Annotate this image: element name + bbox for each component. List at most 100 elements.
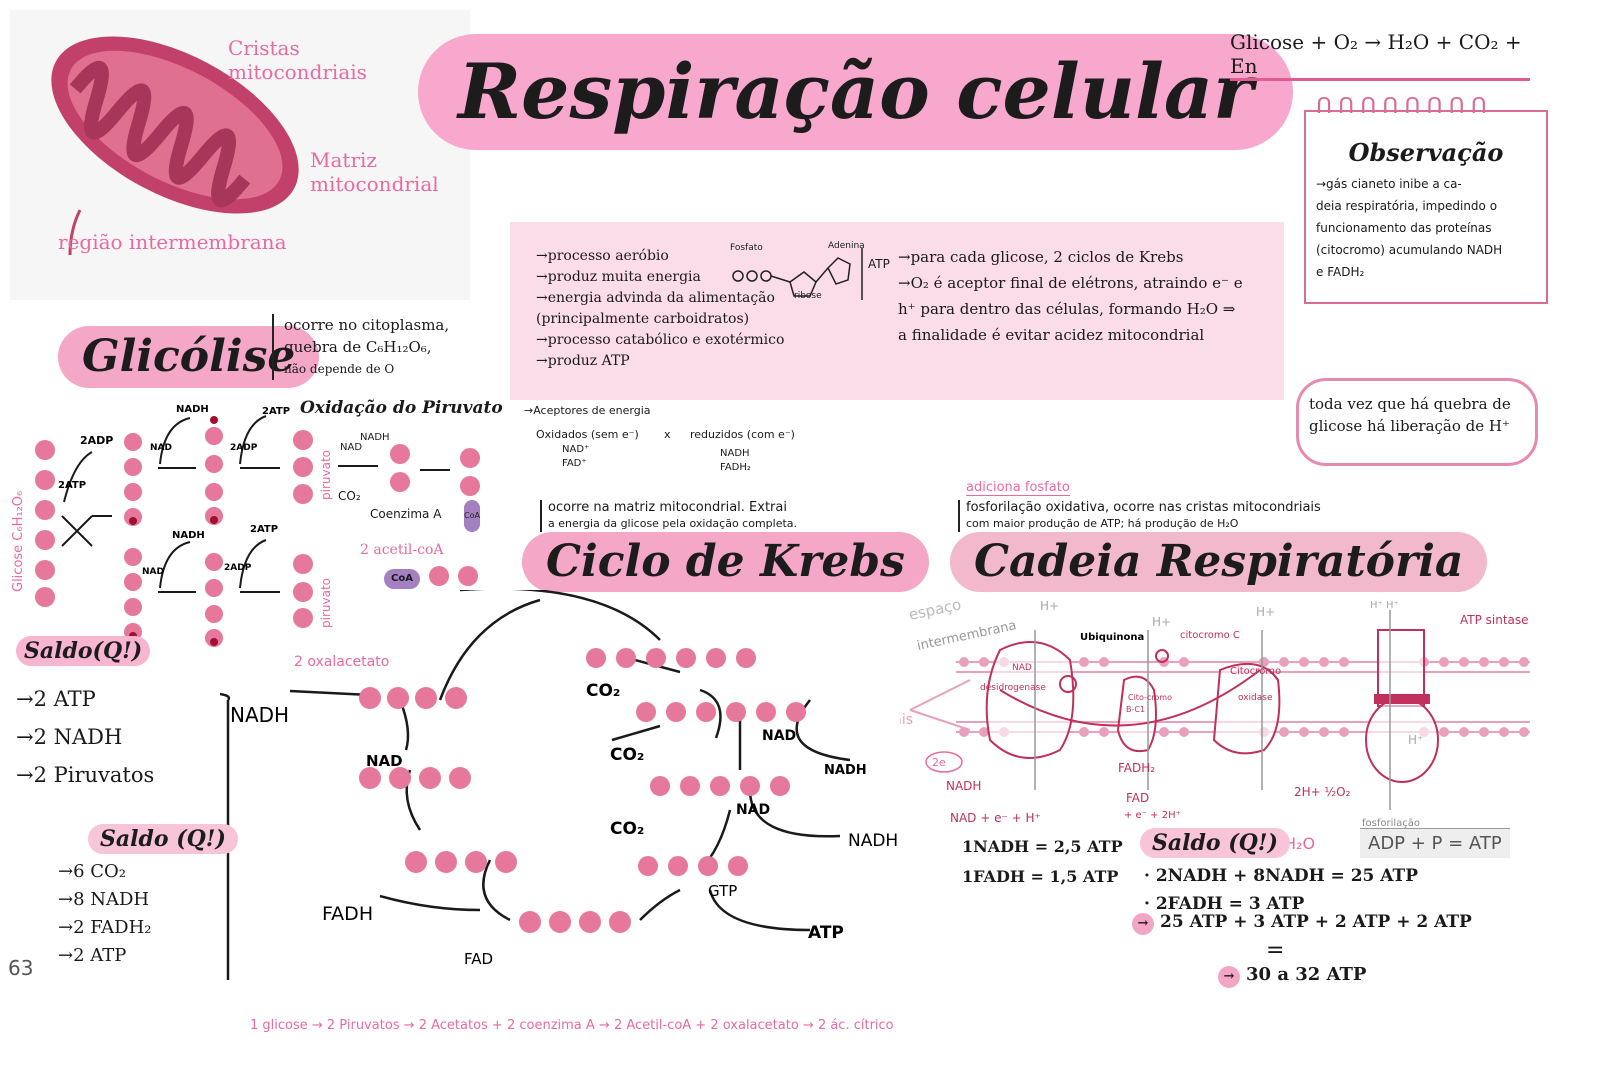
cadeia-saldo-total: 30 a 32 ATP	[1246, 964, 1367, 985]
cadeia-label: Citocromo	[1230, 666, 1281, 677]
cadeia-label: citocromo C	[1180, 630, 1240, 641]
krebs-saldo-title: Saldo (Q!)	[88, 824, 238, 854]
acceptors-block: →Aceptores de energia Oxidados (sem e⁻) …	[524, 404, 824, 474]
cadeia-ratio: 1FADH = 1,5 ATP	[962, 867, 1119, 886]
krebs-saldo-item: →2 ATP	[58, 945, 127, 966]
equation-text: Glicose + O₂ → H₂O + CO₂ + En	[1230, 30, 1522, 78]
cadeia-label: 2e	[932, 756, 946, 769]
acceptors-fadh2: FADH₂	[720, 462, 751, 473]
cadeia-label: NAD	[1012, 663, 1032, 673]
coa-chip: CoA	[384, 569, 420, 589]
summary-line: (principalmente carboidratos)	[536, 311, 750, 327]
summary-line: →energia advinda da alimentação	[536, 290, 775, 306]
adp-box: ADP + P = ATP	[1360, 828, 1510, 858]
glicolise-title: Glicólise	[58, 326, 320, 388]
adiciona-label: adiciona fosfato	[966, 480, 1070, 496]
krebs-label: ATP	[808, 923, 844, 943]
krebs-saldo-item: →2 FADH₂	[58, 917, 152, 938]
acceptors-title: →Aceptores de energia	[524, 404, 651, 417]
summary-line: →processo catabólico e exotérmico	[536, 332, 785, 348]
acetil-coa-molecule: CoA	[384, 566, 479, 589]
cadeia-label: H⁺	[1408, 733, 1423, 747]
ribose-label: ribose	[794, 291, 822, 301]
glicolise-diagram: 2ADP 2ATP NAD NADH 2ADP 2ATP NAD NADH 2A…	[11, 404, 480, 647]
intermembrana-label: região intermembrana	[58, 230, 287, 254]
matriz-label: Matriz mitocondrial	[310, 148, 439, 196]
glicolise-label: 2ADP	[230, 443, 258, 453]
cloud-note: toda vez que há quebra de glicose há lib…	[1296, 378, 1538, 466]
acceptors-nadh: NADH	[720, 448, 750, 459]
fosforilacao-label: fosforilação	[1362, 818, 1421, 829]
cadeia-saldo-equals: =	[1266, 938, 1285, 963]
krebs-label: CO₂	[586, 681, 620, 701]
glicolise-label: 2ADP	[80, 434, 113, 447]
krebs-label: NAD	[366, 752, 403, 770]
electron-chain-diagram: espaço intermembrana cristas mitocondria…	[900, 595, 1530, 825]
glicolise-note: quebra de C₆H₁₂O₆,	[284, 338, 432, 356]
cadeia-label: desidrogenase	[980, 683, 1046, 693]
observacao-line: →gás cianeto inibe a ca-	[1316, 177, 1462, 191]
krebs-label: FADH	[322, 903, 373, 925]
cadeia-label: NADH	[946, 779, 981, 793]
cloud-note-line: glicose há liberação de H⁺	[1309, 417, 1510, 435]
cadeia-label: + e⁻ + 2H⁺	[1124, 810, 1181, 821]
krebs-label: CO₂	[610, 745, 644, 765]
krebs-label: NAD	[736, 802, 770, 818]
krebs-label: NADH	[848, 831, 898, 851]
arrow-icon: →	[1218, 966, 1240, 988]
observacao-line: funcionamento das proteínas	[1316, 221, 1492, 235]
oxidacao-title: Oxidação do Piruvato	[300, 398, 503, 418]
acceptors-fad: FAD⁺	[562, 458, 587, 469]
krebs-label: 2 oxalacetato	[294, 654, 389, 670]
observacao-title: Observação	[1348, 138, 1504, 167]
krebs-label: NADH	[230, 703, 289, 727]
summary-line: →processo aeróbio	[536, 248, 669, 264]
cadeia-ratio: 1NADH = 2,5 ATP	[962, 837, 1123, 856]
notebook-rings: ᑎᑎᑎᑎᑎᑎᑎᑎ	[1316, 94, 1493, 119]
acceptors-oxidados: Oxidados (sem e⁻)	[536, 428, 639, 441]
glicolise-label: 2ATP	[250, 524, 278, 535]
cadeia-note-line: com maior produção de ATP; há produção d…	[966, 517, 1239, 530]
summary-line: →produz ATP	[536, 353, 630, 369]
oxidacao-label: NADH	[360, 432, 390, 443]
cadeia-label: Cito-cromo	[1128, 693, 1172, 702]
observacao-line: (citocromo) acumulando NADH	[1316, 243, 1503, 257]
cloud-note-line: toda vez que há quebra de	[1309, 395, 1511, 413]
krebs-label: GTP	[708, 882, 737, 900]
cadeia-label: H+	[1256, 605, 1275, 619]
observacao-line: deia respiratória, impedindo o	[1316, 199, 1498, 213]
cadeia-label: H+	[1152, 615, 1171, 629]
glicolise-label: NAD	[142, 567, 164, 577]
cadeia-label: B-C1	[1126, 705, 1145, 714]
adenina-label: Adenina	[828, 241, 865, 251]
cadeia-saldo-item: · 2NADH + 8NADH = 25 ATP	[1144, 866, 1418, 886]
page-title: Respiração celular	[418, 34, 1294, 150]
cadeia-note: fosforilação oxidativa, ocorre nas crist…	[958, 500, 1321, 532]
glicolise-label: NADH	[176, 404, 209, 415]
acetil-coa-label: 2 acetil-coA	[360, 542, 444, 558]
summary-line: →para cada glicose, 2 ciclos de Krebs	[898, 248, 1184, 266]
summary-box: →processo aeróbio →produz muita energia …	[510, 222, 1284, 400]
cadeia-saldo-sum: 25 ATP + 3 ATP + 2 ATP + 2 ATP	[1160, 912, 1472, 932]
summary-line: →O₂ é aceptor final de elétrons, atraind…	[898, 274, 1243, 292]
summary-line: →produz muita energia	[536, 269, 701, 285]
summary-line: h⁺ para dentro das células, formando H₂O…	[898, 300, 1236, 318]
footer-flow: 1 glicose → 2 Piruvatos → 2 Acetatos + 2…	[250, 1018, 894, 1033]
cadeia-note-line: fosforilação oxidativa, ocorre nas crist…	[966, 500, 1321, 515]
glicolise-label: piruvato	[319, 450, 333, 500]
krebs-note: ocorre na matriz mitocondrial. Extrai a …	[540, 500, 797, 532]
acceptors-nad: NAD⁺	[562, 444, 590, 455]
cadeia-label: 2H+ ½O₂	[1294, 785, 1351, 799]
arrow-icon: →	[1132, 913, 1154, 935]
atp-label: ATP	[868, 257, 890, 271]
glicose-label: Glicose C₆H₁₂O₆	[11, 491, 26, 592]
glicolise-label: 2ADP	[224, 563, 252, 573]
glicolise-saldo-title: Saldo(Q!)	[16, 636, 151, 666]
cadeia-label: FADH₂	[1118, 761, 1155, 775]
krebs-saldo-item: →6 CO₂	[58, 861, 127, 882]
glicolise-label: NADH	[172, 530, 205, 541]
mitochondria-illustration: Cristas mitocondriais Matriz mitocondria…	[10, 10, 470, 300]
cadeia-label: ATP sintase	[1460, 613, 1529, 627]
cadeia-saldo-item: · 2FADH = 3 ATP	[1144, 894, 1305, 914]
equation: Glicose + O₂ → H₂O + CO₂ + En	[1230, 30, 1530, 81]
